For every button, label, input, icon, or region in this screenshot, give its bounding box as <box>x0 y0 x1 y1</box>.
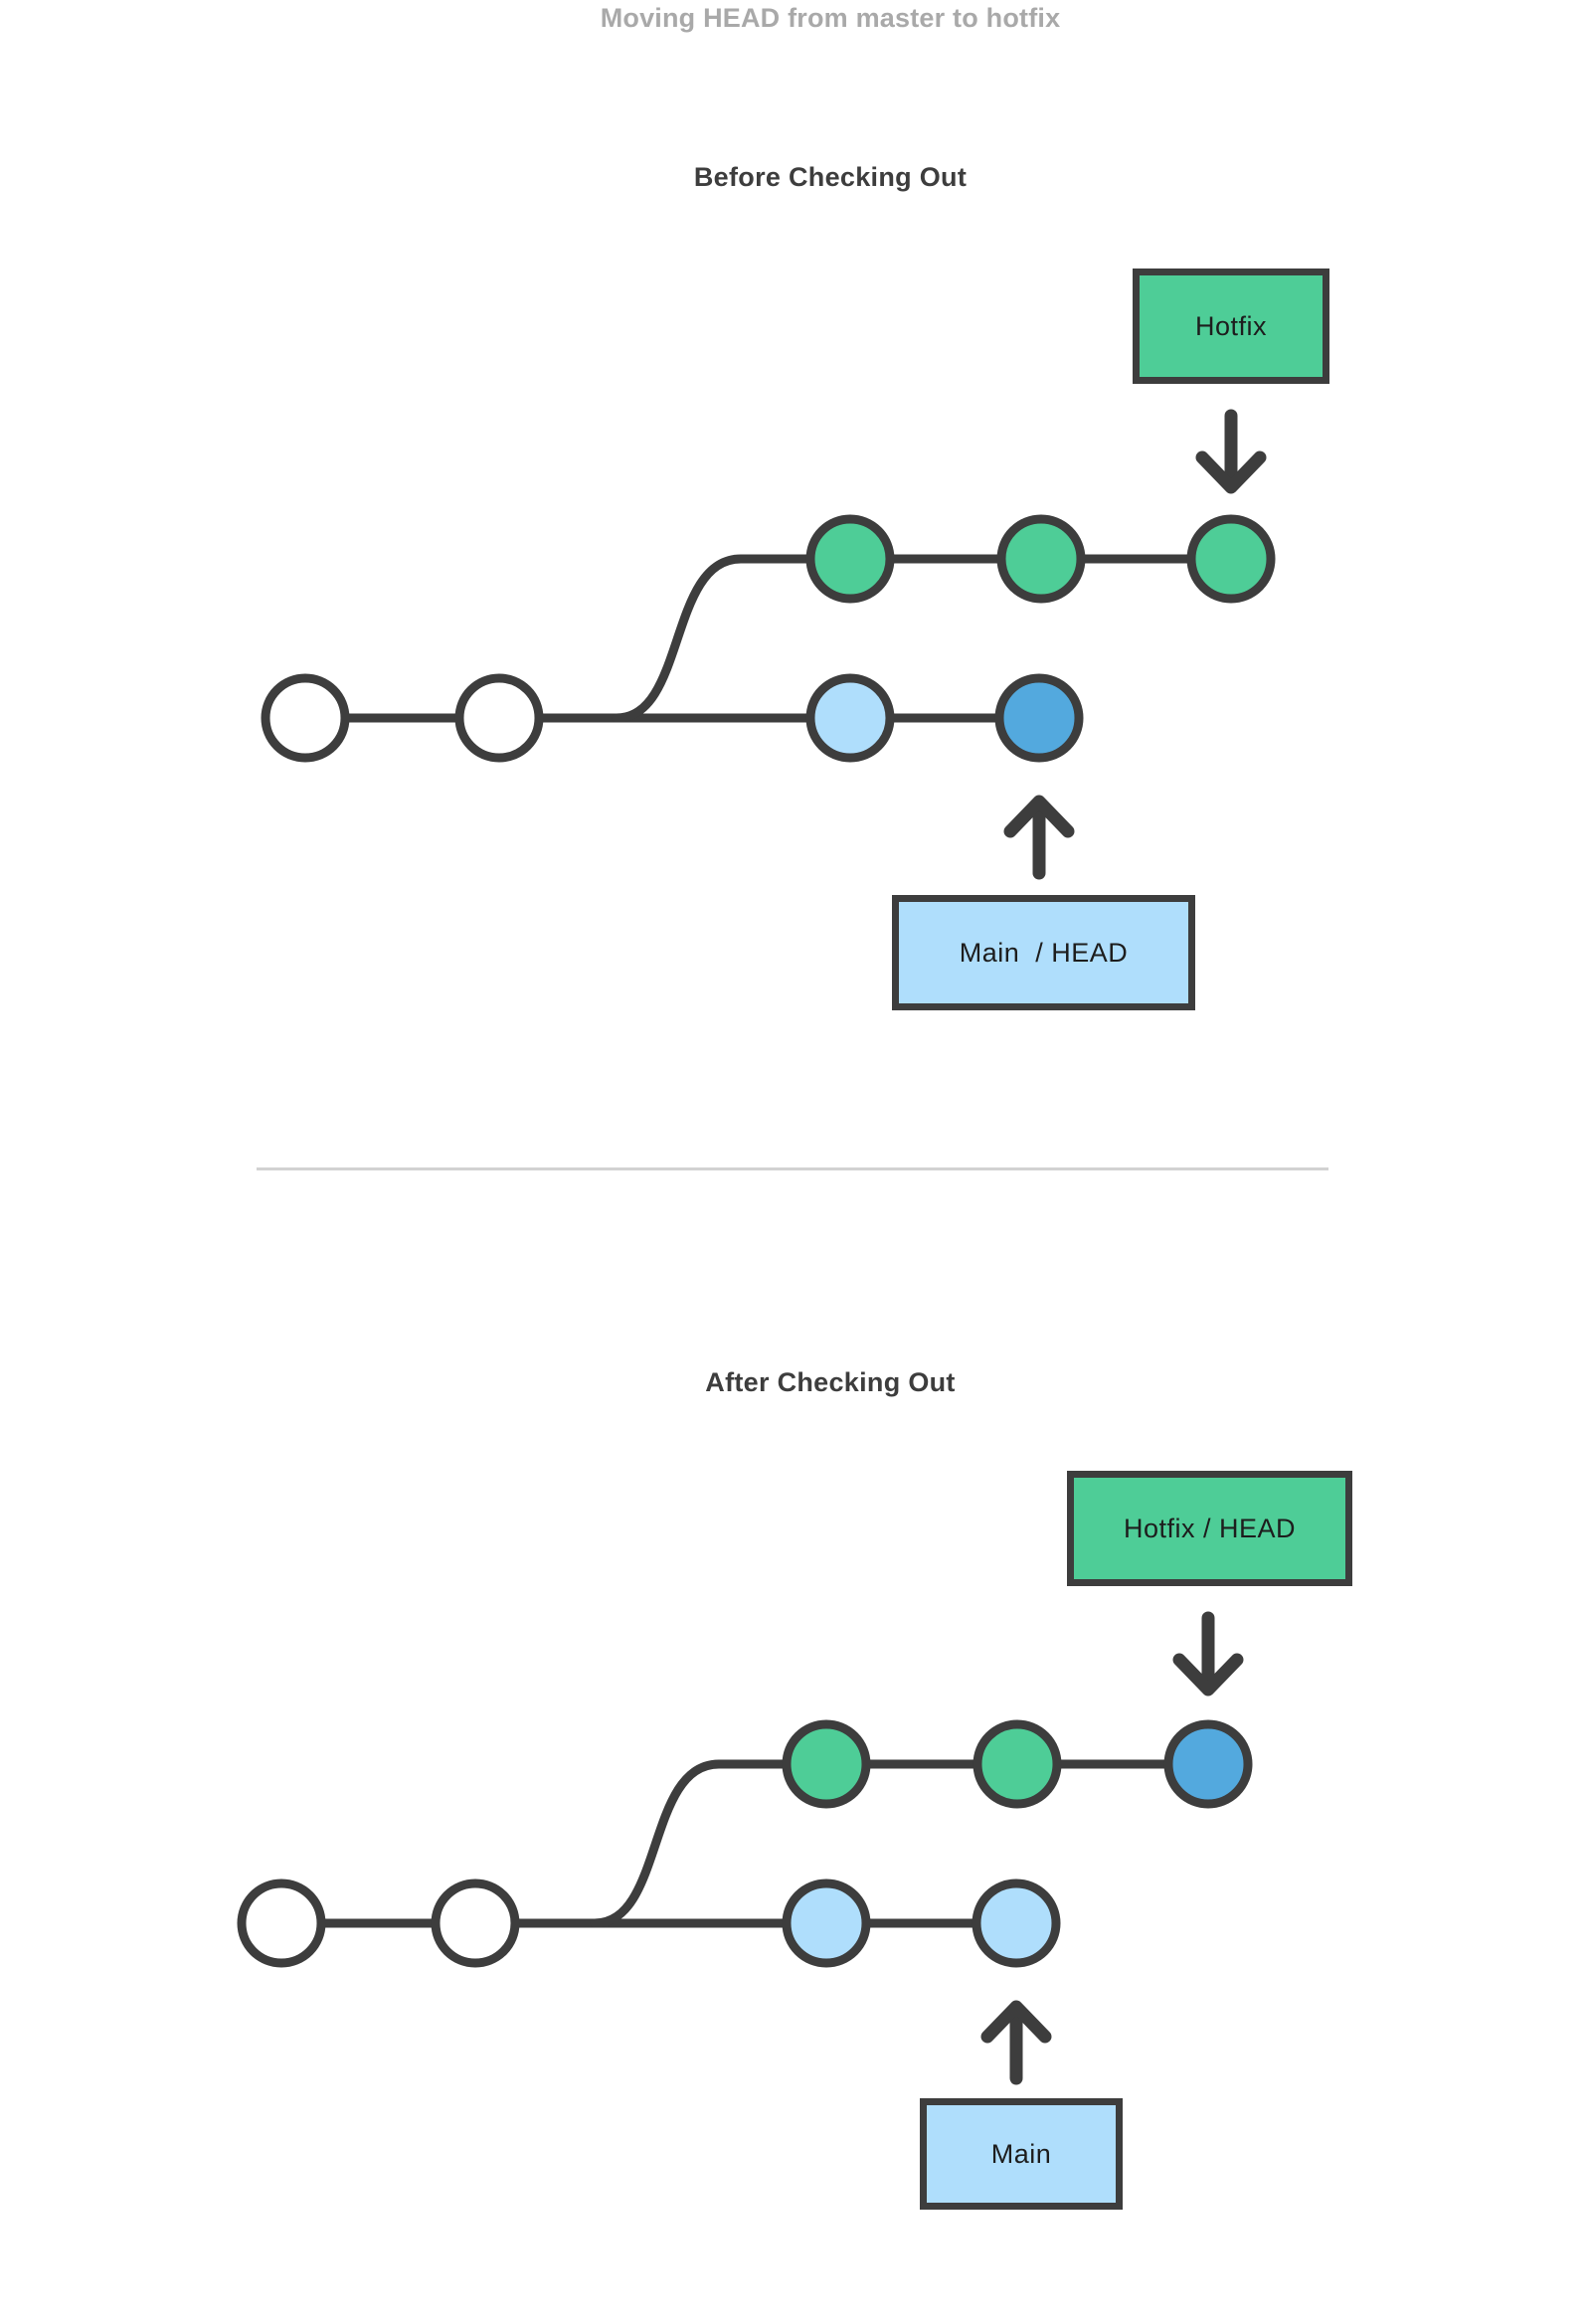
branch-label-main[interactable]: Main <box>920 2098 1123 2210</box>
branch-label-main-head-text: Main / HEAD <box>959 937 1129 968</box>
branch-label-hotfix-head[interactable]: Hotfix / HEAD <box>1067 1471 1352 1586</box>
commit-node[interactable] <box>782 1719 871 1809</box>
commit-node[interactable] <box>261 673 350 763</box>
edge-branch-curve-after <box>590 1759 808 1928</box>
commit-node[interactable] <box>805 514 895 604</box>
commit-node[interactable] <box>237 1878 326 1968</box>
section-divider <box>257 1167 1328 1170</box>
branch-label-hotfix-head-text: Hotfix / HEAD <box>1123 1513 1297 1543</box>
commit-node[interactable] <box>996 514 1086 604</box>
arrow-up-icon <box>1003 795 1075 880</box>
arrow-down-icon <box>1172 1611 1244 1697</box>
section-heading-before: Before Checking Out <box>693 162 968 192</box>
branch-label-main-text: Main <box>990 2138 1052 2169</box>
commit-node[interactable] <box>805 673 895 763</box>
commit-node[interactable] <box>431 1878 520 1968</box>
branch-label-hotfix-text: Hotfix <box>1194 310 1268 341</box>
commit-node[interactable] <box>972 1878 1061 1968</box>
graph-before <box>261 409 1276 880</box>
branch-label-main-head[interactable]: Main / HEAD <box>892 895 1195 1010</box>
section-heading-after: After Checking Out <box>705 1367 956 1397</box>
commit-node[interactable] <box>782 1878 871 1968</box>
graph-after <box>237 1611 1253 2085</box>
commit-node[interactable] <box>1186 514 1276 604</box>
arrow-down-icon <box>1195 409 1267 494</box>
commit-node-head[interactable] <box>1163 1719 1253 1809</box>
arrow-up-icon <box>980 2000 1052 2085</box>
page-title: Moving HEAD from master to hotfix <box>600 3 1061 33</box>
commit-node-head[interactable] <box>994 673 1084 763</box>
commit-node[interactable] <box>972 1719 1062 1809</box>
edge-branch-curve-before <box>612 554 830 723</box>
commit-node[interactable] <box>454 673 544 763</box>
branch-label-hotfix[interactable]: Hotfix <box>1133 268 1329 384</box>
